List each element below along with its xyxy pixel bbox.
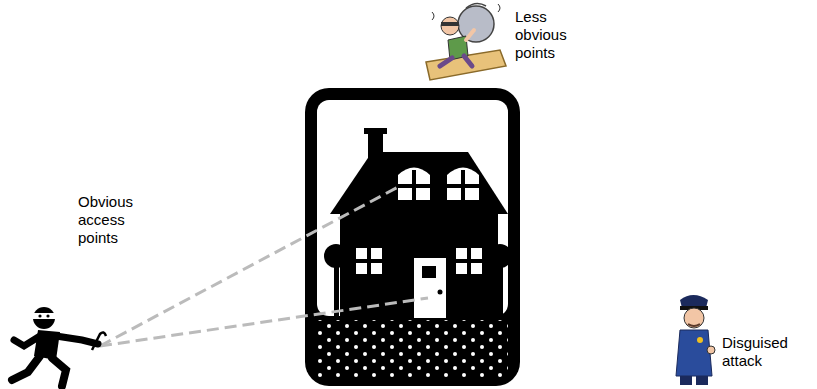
police-figure xyxy=(676,295,715,385)
house-icon-part xyxy=(447,184,479,188)
house-icon-part xyxy=(334,262,339,316)
burglar-figure-part xyxy=(38,314,41,317)
police-figure-part xyxy=(696,376,708,385)
burglar-figure-part xyxy=(33,307,55,329)
sight-lines xyxy=(100,186,428,346)
house-icon-part xyxy=(356,259,382,263)
house-icon-part xyxy=(324,244,348,268)
sight-lines-part xyxy=(100,298,428,346)
police-figure-part xyxy=(697,337,703,343)
annotation-label: Obvious access points xyxy=(78,193,140,247)
rooftop-burglar-part xyxy=(441,22,459,26)
house-icon-part xyxy=(488,244,512,268)
house-icon-part xyxy=(438,290,443,295)
annotation-label: Disguised attack xyxy=(722,334,802,370)
house-icon-part xyxy=(498,262,503,316)
house-icon-part xyxy=(398,184,430,188)
annotation-label: Less obvious points xyxy=(515,8,577,62)
rooftop-burglar-part xyxy=(466,3,486,8)
house-icon-part xyxy=(364,128,387,134)
burglar-figure-part xyxy=(92,332,106,350)
rooftop-burglar-part xyxy=(432,4,500,20)
police-figure-part xyxy=(688,324,700,326)
house-icon-part xyxy=(456,248,482,274)
house-icon-part xyxy=(356,248,382,274)
rooftop-burglar-part xyxy=(441,17,459,35)
police-figure-part xyxy=(684,308,704,328)
burglar-figure-part xyxy=(33,313,55,319)
house-icon-part xyxy=(330,152,508,214)
house-icon-part xyxy=(340,210,498,318)
rooftop-burglar-part xyxy=(426,50,506,80)
rooftop-burglar-part xyxy=(440,56,472,66)
police-figure-part xyxy=(680,376,692,385)
rooftop-burglar-part xyxy=(466,30,474,40)
house-icon-part xyxy=(447,168,479,201)
house-icon-part xyxy=(422,266,436,278)
sight-lines-part xyxy=(100,186,400,346)
burglar-figure-part xyxy=(52,358,66,386)
burglar-figure-part xyxy=(56,336,98,344)
rooftop-burglar xyxy=(426,3,506,80)
police-figure-part xyxy=(707,346,715,354)
house-icon-part xyxy=(398,168,430,201)
burglar-figure xyxy=(12,307,106,386)
burglar-figure-part xyxy=(14,336,40,346)
burglar-figure-part xyxy=(12,356,40,380)
house-icon xyxy=(305,88,520,386)
house-icon-part xyxy=(305,88,520,386)
police-figure-part xyxy=(676,330,712,376)
house-icon-part xyxy=(317,320,508,380)
burglar-figure-part xyxy=(46,314,49,317)
house-icon-part xyxy=(456,259,482,263)
house-icon-part xyxy=(414,258,446,318)
